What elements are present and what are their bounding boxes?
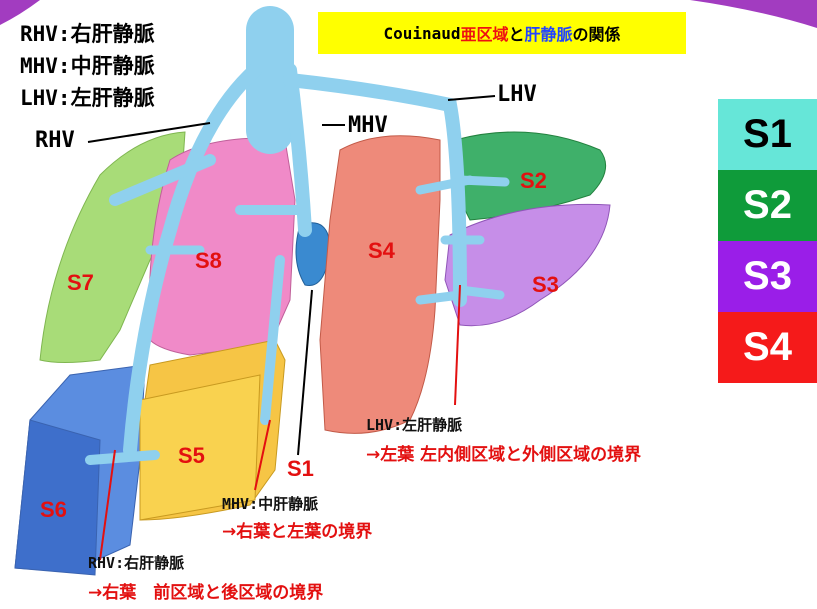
note-lhv-desc: →左葉 左内側区域と外側区域の境界 xyxy=(366,445,642,465)
note-rhv-head: RHV:右肝静脈 xyxy=(88,554,185,572)
abbr-rhv: RHV:右肝静脈 xyxy=(20,22,155,46)
segment-s4 xyxy=(319,135,441,434)
top-decor-left xyxy=(0,0,40,25)
diagram-title: Couinaud 亜区域と肝静脈の関係 xyxy=(318,12,686,54)
label-s4: S4 xyxy=(368,238,395,263)
top-decor-right xyxy=(690,0,817,28)
legend-s3: S3 xyxy=(718,241,817,312)
pointer-lines-red xyxy=(99,284,461,561)
note-mhv-desc: →右葉と左葉の境界 xyxy=(222,522,373,542)
abbr-lhv: LHV:左肝静脈 xyxy=(20,86,155,110)
label-s1: S1 xyxy=(287,456,314,481)
label-s8: S8 xyxy=(195,248,222,273)
segment-s5-face xyxy=(139,374,261,521)
label-s6: S6 xyxy=(40,497,67,522)
segment-s3 xyxy=(444,203,611,327)
abbr-mhv: MHV:中肝静脈 xyxy=(20,54,155,78)
segment-s6-face xyxy=(14,419,101,576)
pointer-lines xyxy=(87,95,496,456)
legend-s2: S2 xyxy=(718,170,817,241)
label-s2: S2 xyxy=(520,168,547,193)
legend-s1: S1 xyxy=(718,99,817,170)
note-lhv-head: LHV:左肝静脈 xyxy=(366,416,463,434)
legend-s4: S4 xyxy=(718,312,817,383)
callout-rhv: RHV xyxy=(35,128,75,153)
note-mhv-head: MHV:中肝静脈 xyxy=(222,495,319,513)
hepatic-veins xyxy=(85,6,510,465)
label-s7: S7 xyxy=(67,270,94,295)
label-s3: S3 xyxy=(532,272,559,297)
callout-lhv: LHV xyxy=(497,82,537,107)
note-rhv-desc: →右葉 前区域と後区域の境界 xyxy=(88,583,324,603)
segment-s1 xyxy=(295,222,331,287)
label-s5: S5 xyxy=(178,443,205,468)
callout-mhv: MHV xyxy=(348,113,388,138)
